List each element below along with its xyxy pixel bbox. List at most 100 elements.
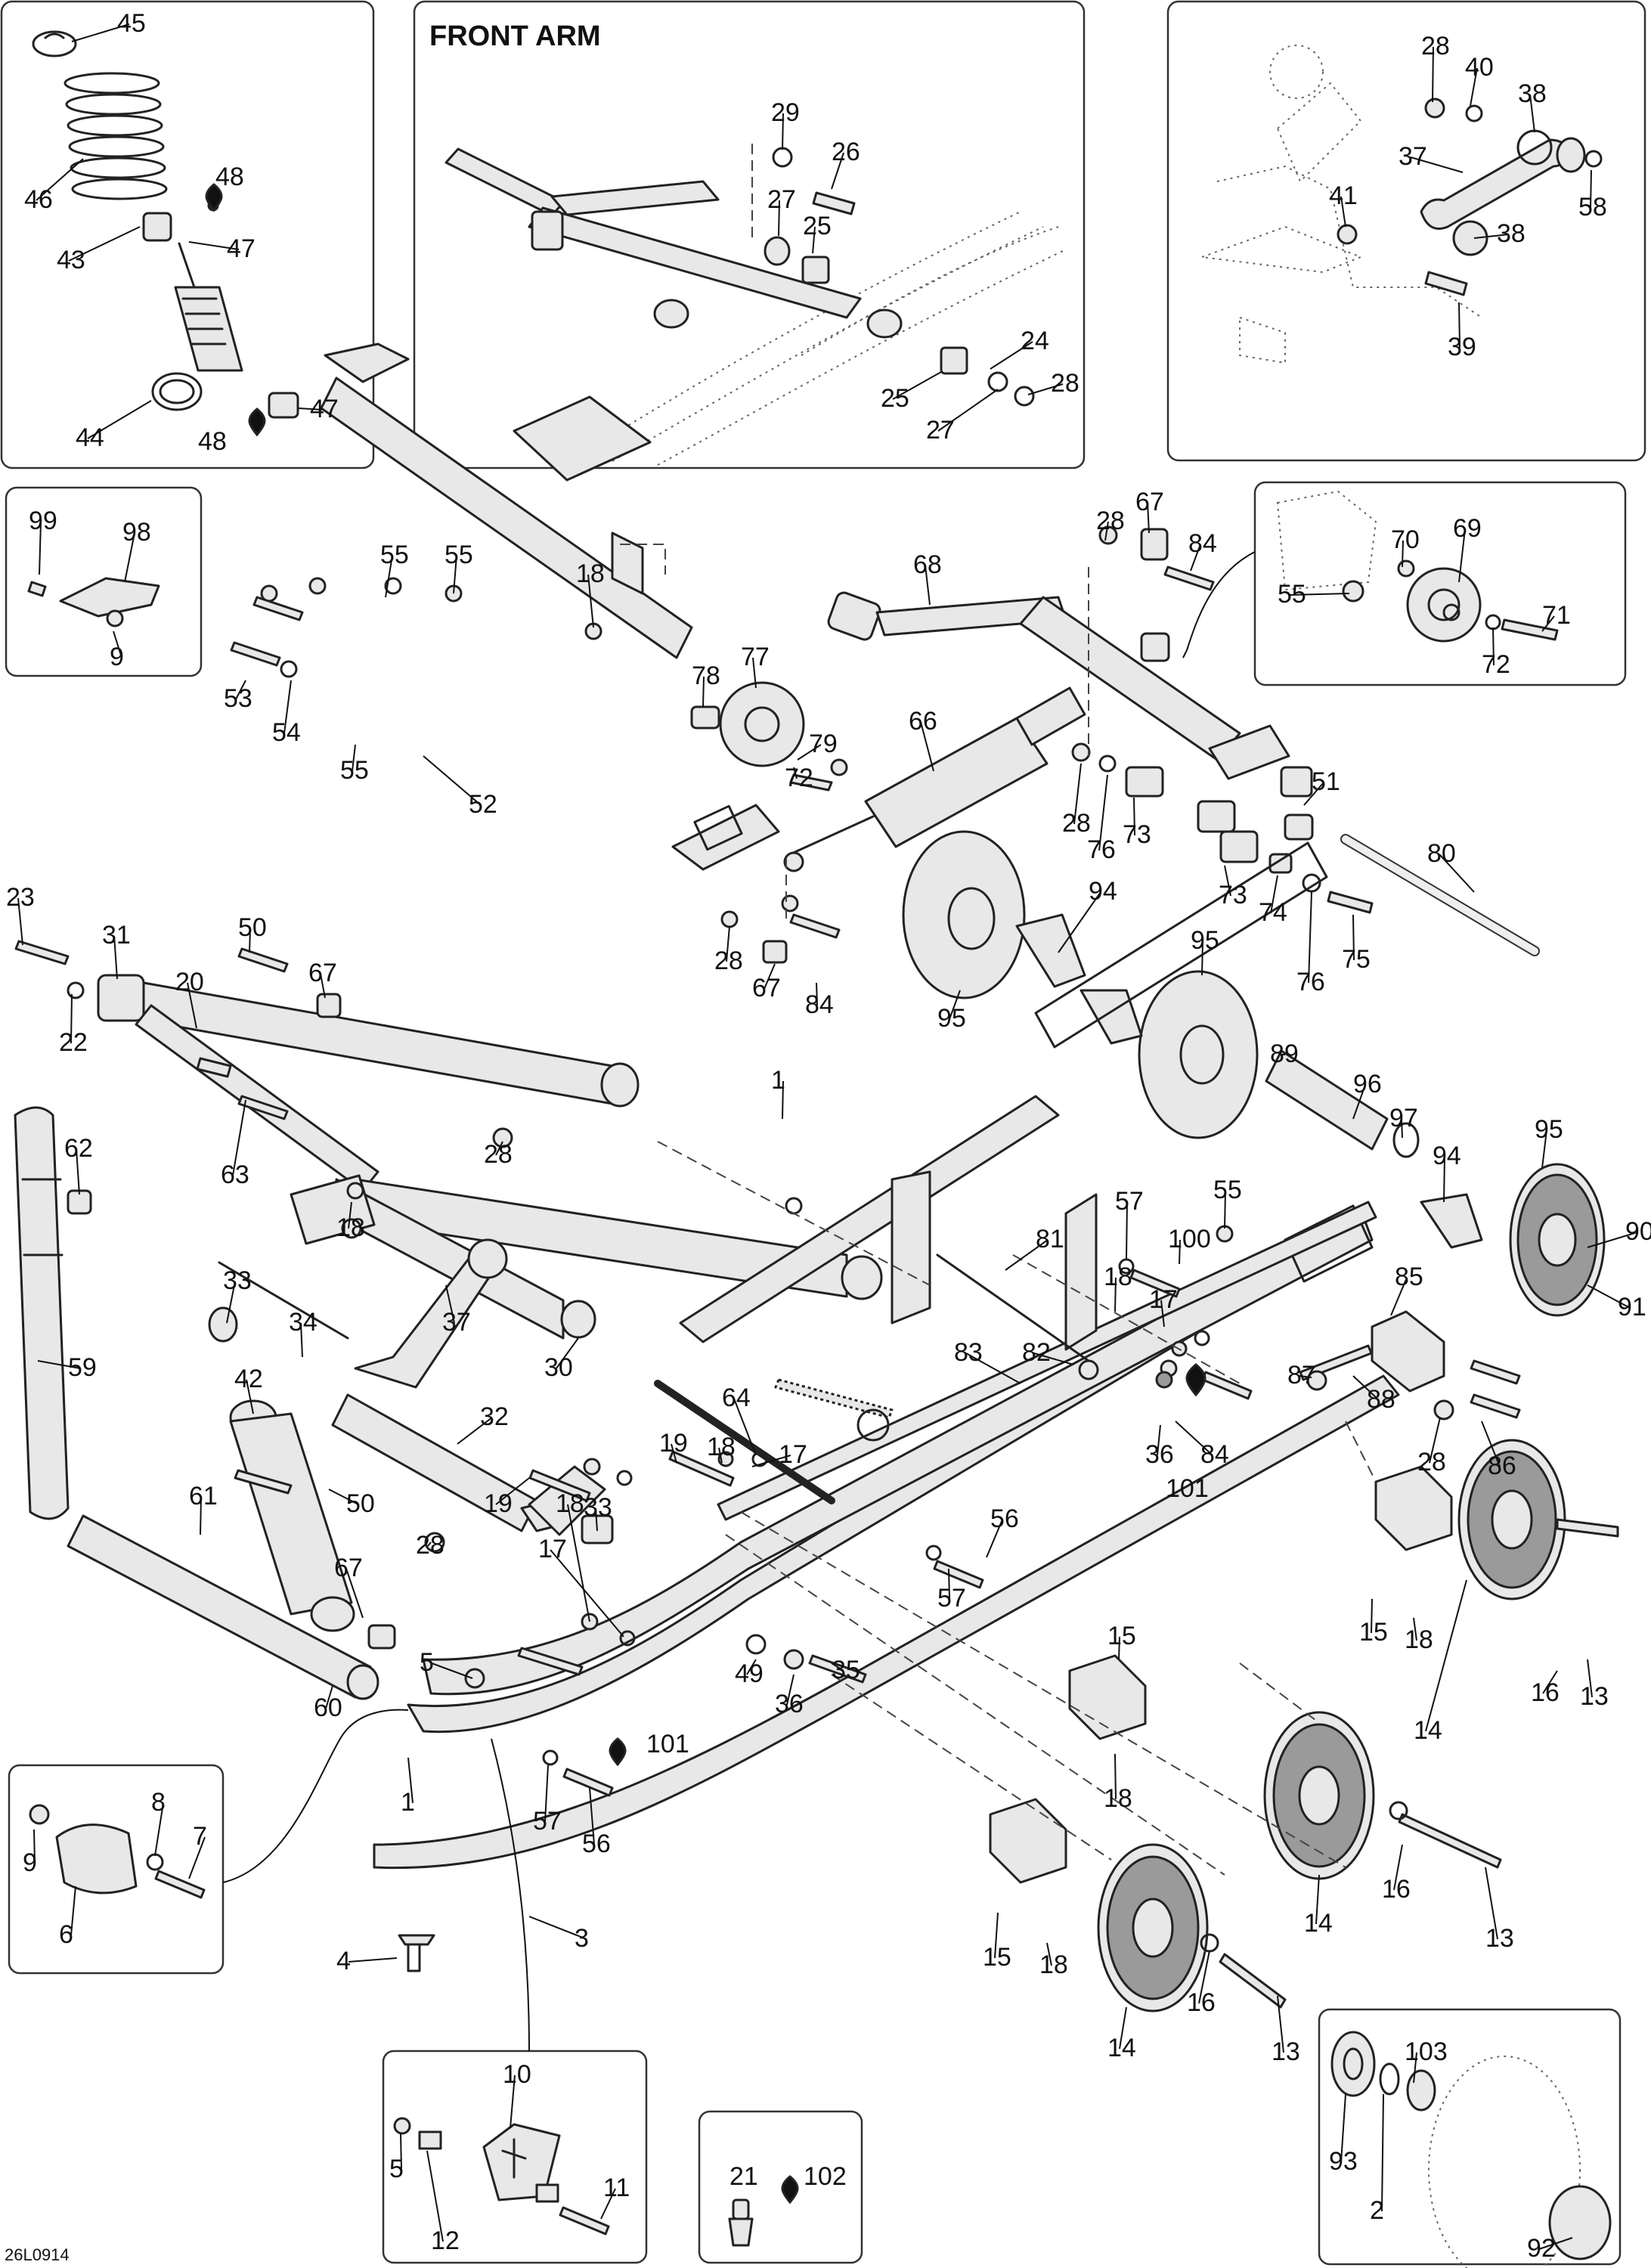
- callout-label: 5: [420, 1648, 434, 1677]
- callout-leader: [937, 389, 999, 432]
- callout-leader: [726, 925, 730, 962]
- callout-leader: [1126, 1201, 1128, 1259]
- callout-leader: [495, 1141, 503, 1156]
- callout-label: 49: [735, 1659, 764, 1688]
- axle-96: [1265, 1049, 1420, 1158]
- wear-strip-3: [373, 1374, 1400, 1870]
- link-inset-drawing: [1201, 45, 1603, 364]
- callout-leader: [510, 2074, 516, 2129]
- callout-label: 55: [444, 541, 473, 569]
- callout-leader: [782, 1080, 784, 1120]
- callout-leader: [1201, 940, 1203, 976]
- callout-label: 28: [1417, 1448, 1446, 1476]
- callout-leader: [154, 1802, 164, 1857]
- callout-label: 35: [832, 1656, 860, 1684]
- callout-label: 25: [881, 384, 909, 413]
- wheel-adapter-94: [1015, 913, 1483, 1249]
- shock-42: [229, 1399, 396, 1650]
- callout-leader: [70, 993, 73, 1044]
- callout-label: 18: [1405, 1625, 1433, 1654]
- callout-leader: [751, 1455, 791, 1467]
- callout-label: 17: [538, 1535, 567, 1563]
- stopper-inset-drawing: [29, 1709, 409, 1899]
- callout-label: 18: [1104, 1784, 1132, 1813]
- callout-label: 96: [1353, 1070, 1382, 1098]
- wheel-detail-inset-frame: [1318, 2008, 1622, 2266]
- grease-fitting-21: [728, 2198, 754, 2247]
- callout-leader: [33, 1829, 36, 1864]
- front-arm-main: [97, 974, 883, 1340]
- callout-leader: [407, 1757, 414, 1804]
- callout-label: 75: [1342, 945, 1371, 974]
- callout-leader: [990, 341, 1033, 370]
- callout-label: 8: [151, 1788, 166, 1817]
- callout-leader: [348, 1957, 398, 1963]
- callout-leader: [1485, 1867, 1498, 1940]
- callout-label: 16: [1531, 1678, 1560, 1707]
- callout-label: 99: [29, 507, 57, 535]
- callout-label: 9: [23, 1848, 37, 1877]
- callout-label: 48: [215, 163, 244, 191]
- grease-fitting-inset-frame: [698, 2110, 863, 2264]
- callout-label: 95: [937, 1004, 966, 1033]
- callout-leader: [232, 1099, 246, 1176]
- link-inset-frame: [1166, 0, 1646, 462]
- callout-label: 52: [469, 790, 497, 819]
- callout-leader: [36, 158, 84, 201]
- bracket-81: [936, 1193, 1099, 1380]
- bolt-13-set: [1200, 1801, 1502, 2009]
- callout-leader: [550, 1549, 624, 1637]
- callout-leader: [37, 1360, 81, 1369]
- callout-label: 55: [380, 541, 409, 569]
- callout-leader: [431, 1662, 473, 1679]
- callout-label: 39: [1448, 333, 1476, 361]
- callout-leader: [797, 744, 822, 761]
- callout-leader: [1340, 196, 1346, 228]
- callout-label: 11: [603, 2174, 630, 2202]
- callout-leader: [567, 1504, 590, 1622]
- callout-label: 21: [729, 2162, 758, 2191]
- callout-label: 67: [1135, 488, 1164, 516]
- rear-wheel-14-bottom: [1097, 1843, 1209, 2012]
- callout-leader: [1381, 2093, 1384, 2212]
- callout-label: 58: [1578, 193, 1607, 222]
- callout-label: 38: [1497, 219, 1526, 248]
- callout-label: 54: [272, 718, 301, 747]
- callout-label: 7: [193, 1822, 207, 1851]
- front-arm-inset-drawing: [444, 144, 1067, 466]
- assembly-centerlines: [620, 544, 1377, 1876]
- callout-label: 63: [221, 1160, 249, 1189]
- callout-label: 90: [1625, 1217, 1651, 1246]
- idler-detail-drawing: [1182, 490, 1559, 658]
- callout-leader: [1308, 891, 1312, 984]
- callout-leader: [1402, 540, 1404, 568]
- callout-label: 101: [1166, 1474, 1209, 1503]
- callout-leader: [495, 1477, 530, 1505]
- callout-leader: [793, 767, 798, 779]
- callout-label: 47: [227, 234, 256, 263]
- screw-4: [398, 1934, 435, 1972]
- callout-leader: [1529, 94, 1535, 133]
- slider-shoe-leader: [491, 1738, 530, 2052]
- rear-wheel-14-mid: [1263, 1711, 1375, 1880]
- slide-rail-right: [422, 1201, 1377, 1696]
- callout-label: 57: [1115, 1187, 1144, 1216]
- callout-leader: [1443, 1156, 1445, 1203]
- callout-label: 14: [1107, 2034, 1136, 2062]
- callout-leader: [320, 973, 326, 999]
- callout-label: 89: [1270, 1040, 1299, 1068]
- callout-leader: [831, 152, 844, 190]
- callout-label: 28: [484, 1140, 513, 1169]
- callout-label: 47: [310, 395, 339, 423]
- callout-label: 67: [308, 959, 337, 987]
- callout-label: 5: [389, 2155, 404, 2183]
- callout-leader: [1270, 875, 1278, 914]
- callout-label: 30: [544, 1353, 573, 1382]
- callout-label: 28: [1421, 32, 1450, 60]
- callout-leader: [528, 1916, 587, 1940]
- callout-leader: [920, 721, 934, 772]
- callout-label: 14: [1414, 1716, 1442, 1745]
- callout-label: 81: [1036, 1225, 1064, 1253]
- callout-leader: [113, 631, 122, 658]
